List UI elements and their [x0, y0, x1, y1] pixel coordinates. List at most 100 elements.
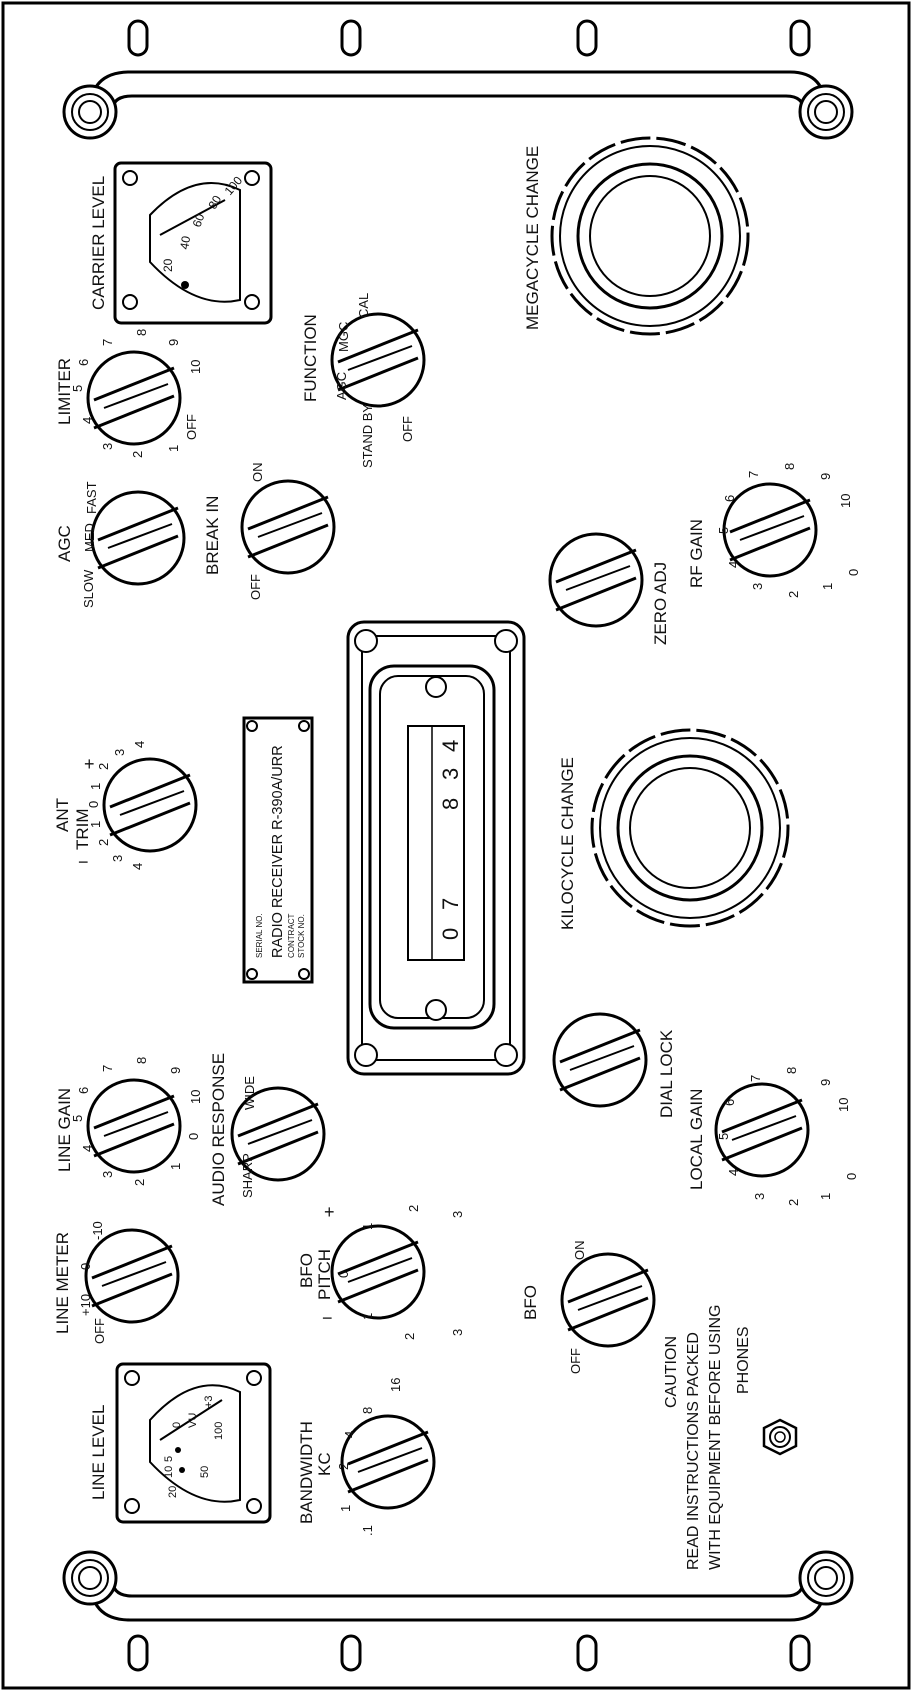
phones-label: PHONES: [735, 1326, 752, 1394]
bfo-switch-knob[interactable]: [560, 1252, 656, 1348]
phones-jack[interactable]: [762, 1418, 798, 1456]
svg-text:4: 4: [132, 741, 147, 748]
local-gain-knob[interactable]: [714, 1082, 810, 1178]
svg-text:9: 9: [168, 1067, 183, 1074]
limiter-mark-7: 7: [100, 339, 115, 346]
limiter-mark-3: 3: [100, 443, 115, 450]
svg-text:1: 1: [818, 1193, 833, 1200]
svg-text:5: 5: [716, 1133, 731, 1140]
function-mark-off: OFF: [400, 416, 415, 442]
function-label: FUNCTION: [301, 314, 320, 402]
svg-text:1: 1: [338, 1505, 353, 1512]
model-plate-title: RADIO RECEIVER R-390A/URR: [270, 745, 286, 958]
function-mark-cal: CAL: [356, 293, 371, 318]
ant-trim-label: ANT: [53, 798, 72, 832]
audio-response-label: AUDIO RESPONSE: [209, 1053, 228, 1206]
bandwidth-label: BANDWIDTH: [297, 1421, 316, 1524]
limiter-label: LIMITER: [55, 358, 74, 425]
line-meter-mark-off: OFF: [92, 1318, 107, 1344]
dial-lock-label: DIAL LOCK: [657, 1029, 676, 1118]
limiter-mark-9: 9: [166, 339, 181, 346]
rf-mark-9: 9: [818, 473, 833, 480]
svg-text:VU: VU: [187, 1413, 199, 1428]
top-handle[interactable]: [62, 70, 854, 140]
agc-mark-med: MED: [82, 523, 97, 552]
limiter-mark-6: 6: [76, 359, 91, 366]
function-mark-agc: AGC: [334, 372, 349, 400]
agc-knob[interactable]: [90, 490, 186, 586]
bfo-pitch-plus: +: [324, 1202, 335, 1222]
svg-text:1: 1: [88, 783, 103, 790]
svg-text:.1: .1: [360, 1525, 375, 1536]
svg-text:0: 0: [86, 801, 101, 808]
ant-trim-knob[interactable]: [102, 757, 198, 853]
svg-text:7: 7: [748, 1075, 763, 1082]
limiter-mark-10: 10: [188, 360, 203, 374]
line-meter-mark-0: 0: [78, 1263, 93, 1270]
limiter-mark-off: OFF: [184, 414, 199, 440]
svg-text:100: 100: [213, 1422, 225, 1440]
line-gain-knob[interactable]: [86, 1078, 182, 1174]
caution-notice: CAUTION READ INSTRUCTIONS PACKED WITH EQ…: [663, 1305, 724, 1571]
svg-text:16: 16: [388, 1378, 403, 1392]
svg-text:4: 4: [130, 863, 145, 870]
svg-text:2: 2: [402, 1333, 417, 1340]
svg-text:6: 6: [76, 1087, 91, 1094]
frequency-dial-window: [346, 620, 526, 1076]
limiter-mark-2: 2: [130, 451, 145, 458]
svg-text:1: 1: [360, 1223, 375, 1230]
counter-digit-1: 0: [438, 928, 463, 940]
svg-text:2: 2: [96, 763, 111, 770]
rf-mark-5: 5: [716, 527, 731, 534]
rf-mark-2: 2: [786, 591, 801, 598]
agc-mark-slow: SLOW: [81, 569, 96, 608]
limiter-mark-1: 1: [166, 445, 181, 452]
svg-text:6: 6: [722, 1099, 737, 1106]
dial-lock-knob[interactable]: [552, 1012, 648, 1108]
counter-digit-4: 8: [438, 798, 463, 810]
model-plate: RADIO RECEIVER R-390A/URR SERIAL NO. CON…: [242, 716, 314, 984]
svg-text:5: 5: [163, 1456, 175, 1462]
svg-text:20: 20: [167, 1486, 179, 1498]
carrier-scale-80: 80: [205, 193, 224, 212]
limiter-mark-5: 5: [70, 385, 85, 392]
limiter-knob[interactable]: [86, 350, 182, 446]
svg-text:3: 3: [112, 749, 127, 756]
zero-adj-knob[interactable]: [548, 532, 644, 628]
megacycle-change-label: MEGACYCLE CHANGE: [523, 146, 542, 330]
svg-text:50: 50: [199, 1466, 211, 1478]
svg-text:4: 4: [726, 1169, 741, 1176]
zero-adj-label: ZERO ADJ: [651, 562, 670, 645]
rf-mark-10: 10: [838, 494, 853, 508]
line-gain-scale: 0 1 2 3 4 5 6 7 8 9 10: [70, 1057, 203, 1186]
function-mark-mgc: MGC: [336, 322, 351, 352]
svg-text:0: 0: [186, 1133, 201, 1140]
frequency-counter: 0 7 8 3 4: [438, 740, 463, 940]
svg-text:9: 9: [818, 1079, 833, 1086]
svg-text:1: 1: [168, 1163, 183, 1170]
rf-gain-scale: 0 1 2 3 4 5 6 7 8 9 10: [716, 463, 861, 598]
rf-gain-label: RF GAIN: [687, 519, 706, 588]
model-plate-fine-2: CONTRACT: [287, 913, 296, 958]
bfo-pitch-minus: −: [322, 1308, 333, 1328]
svg-text:3: 3: [100, 1171, 115, 1178]
bfo-mark-on: ON: [572, 1241, 587, 1261]
audio-response-mark-sharp: SHARP: [240, 1153, 255, 1198]
line-meter-knob[interactable]: [84, 1228, 180, 1324]
svg-text:4: 4: [80, 1145, 95, 1152]
limiter-mark-4: 4: [80, 417, 95, 424]
svg-text:3: 3: [110, 855, 125, 862]
svg-text:0: 0: [844, 1173, 859, 1180]
bandwidth-knob[interactable]: [340, 1414, 436, 1510]
agc-mark-fast: FAST: [84, 481, 99, 514]
svg-text:5: 5: [70, 1115, 85, 1122]
bottom-handle[interactable]: [62, 1550, 854, 1622]
svg-text:8: 8: [360, 1407, 375, 1414]
ant-trim-plus: +: [84, 754, 95, 774]
rf-mark-3: 3: [750, 583, 765, 590]
break-in-knob[interactable]: [240, 479, 336, 575]
kilocycle-change-label: KILOCYCLE CHANGE: [558, 757, 577, 930]
line-meter-label: LINE METER: [53, 1232, 72, 1334]
break-in-label: BREAK IN: [203, 496, 222, 575]
caution-line-3: WITH EQUIPMENT BEFORE USING: [707, 1305, 724, 1571]
